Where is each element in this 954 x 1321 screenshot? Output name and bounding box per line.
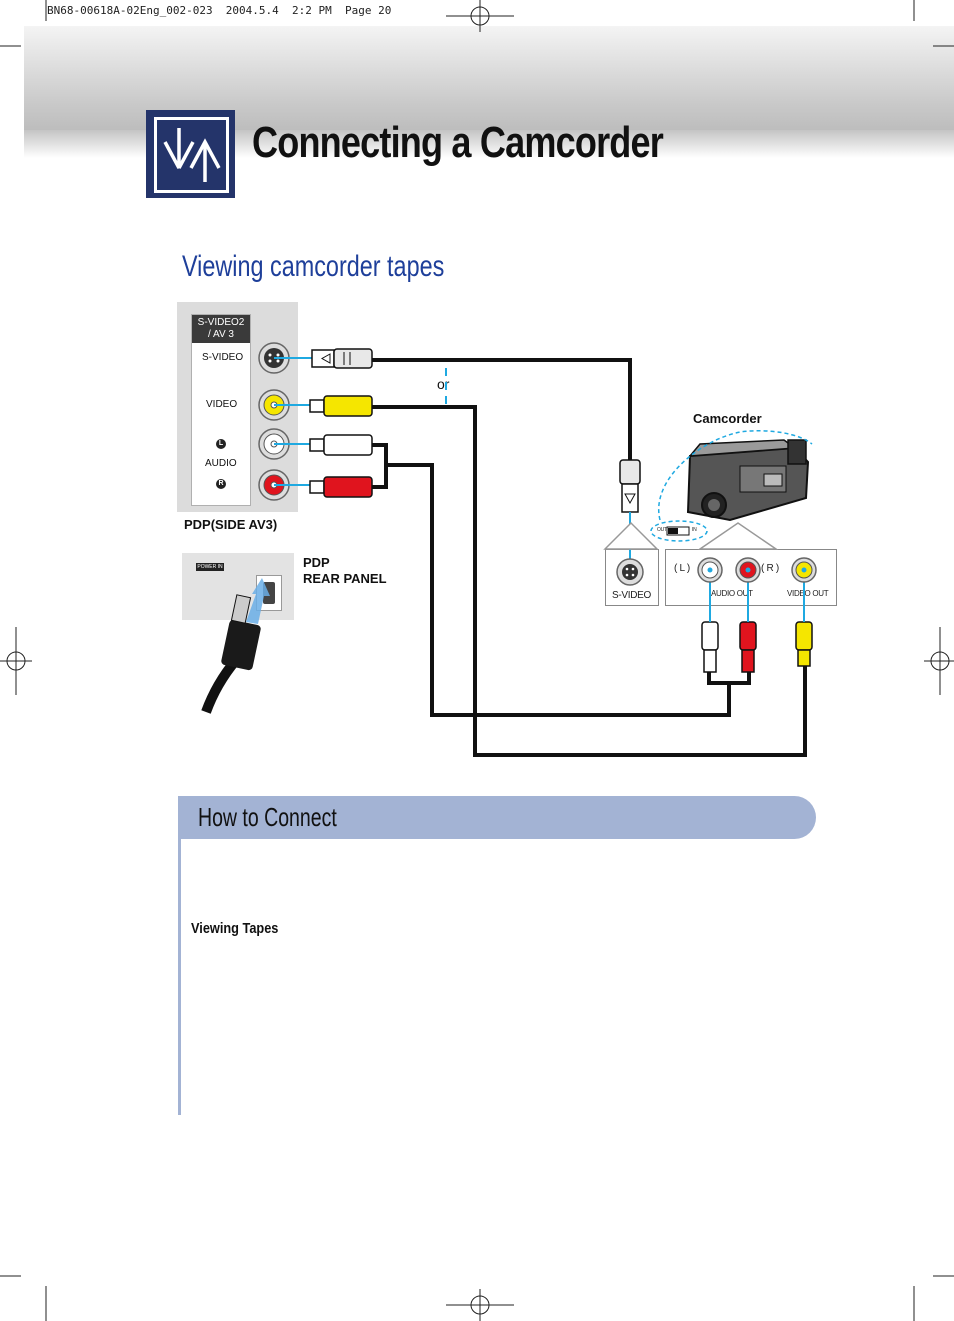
print-header: BN68-00618A-02Eng_002-023 2004.5.4 2:2 P… [47, 4, 392, 17]
camcorder-svideo-jack [616, 558, 644, 586]
switch-out-label: OUT [657, 527, 667, 533]
camcorder-callout [657, 429, 813, 521]
side-panel-label-strip: S-VIDEO2 / AV 3 S-VIDEO VIDEO L AUDIO R [191, 314, 251, 506]
camcorder-audio-left-plug [701, 621, 719, 673]
side-svideo-plug [311, 348, 373, 369]
side-audio-label: AUDIO [205, 458, 237, 469]
camcorder-audio-right-jack [735, 557, 761, 583]
connection-icon [146, 110, 235, 198]
camcorder-video-plug [795, 621, 813, 667]
rear-panel-caption-line1: PDP [303, 555, 330, 570]
side-svideo-label: S-VIDEO [202, 352, 244, 363]
how-to-connect-bar: How to Connect [178, 796, 816, 839]
power-cord [201, 594, 261, 714]
video-cable [372, 405, 807, 757]
up-down-arrows-icon [163, 128, 221, 182]
out-in-switch [650, 520, 708, 542]
side-audio-left-plug [309, 434, 373, 456]
how-to-connect-rule [178, 839, 181, 1115]
side-video-plug [309, 395, 373, 417]
cables [372, 358, 807, 757]
side-right-mark: R [216, 479, 226, 489]
camcorder-audio-right-plug [739, 621, 757, 673]
side-panel-header-line1: S-VIDEO2 [197, 317, 245, 328]
camcorder-svideo-plug [619, 459, 641, 513]
side-video-label: VIDEO [206, 399, 238, 410]
svideo-cable [372, 358, 632, 460]
side-left-mark: L [216, 439, 226, 449]
camcorder-output-leads [709, 572, 805, 622]
camcorder-audio-left-jack [697, 557, 723, 583]
video-out-label: VIDEO OUT [787, 589, 829, 598]
camcorder-right-label: ( R ) [761, 563, 779, 574]
how-to-connect-title: How to Connect [198, 802, 337, 832]
section-title: Viewing camcorder tapes [182, 250, 445, 283]
camcorder-illustration [686, 439, 810, 522]
insert-arrow [246, 578, 270, 624]
rear-panel-caption: PDP REAR PANEL [303, 555, 387, 587]
page-title: Connecting a Camcorder [252, 118, 664, 167]
viewing-tapes-heading: Viewing Tapes [191, 920, 279, 937]
side-audio-right-plug [309, 476, 373, 498]
pdp-rear-panel: POWER IN [182, 553, 294, 620]
switch-in-label: IN [692, 527, 697, 533]
audio-out-label: AUDIO OUT [711, 589, 753, 598]
connection-icon-frame [154, 117, 229, 193]
camcorder-left-label: ( L ) [674, 563, 690, 574]
power-in-tag: POWER IN [196, 563, 224, 571]
side-panel-header: S-VIDEO2 / AV 3 [192, 315, 250, 343]
rear-panel-caption-line2: REAR PANEL [303, 571, 387, 586]
camcorder-svideo-label: S-VIDEO [612, 590, 652, 601]
side-panel-header-line2: / AV 3 [208, 329, 234, 340]
side-highlight-leads [274, 357, 312, 486]
side-panel-caption: PDP(SIDE AV3) [184, 517, 278, 532]
camcorder-video-out-jack [791, 557, 817, 583]
audio-cable [372, 443, 731, 717]
svideo-pointer-arrow [603, 521, 659, 550]
camcorder-label: Camcorder [693, 411, 762, 426]
output-pointer-arrow [697, 522, 779, 550]
